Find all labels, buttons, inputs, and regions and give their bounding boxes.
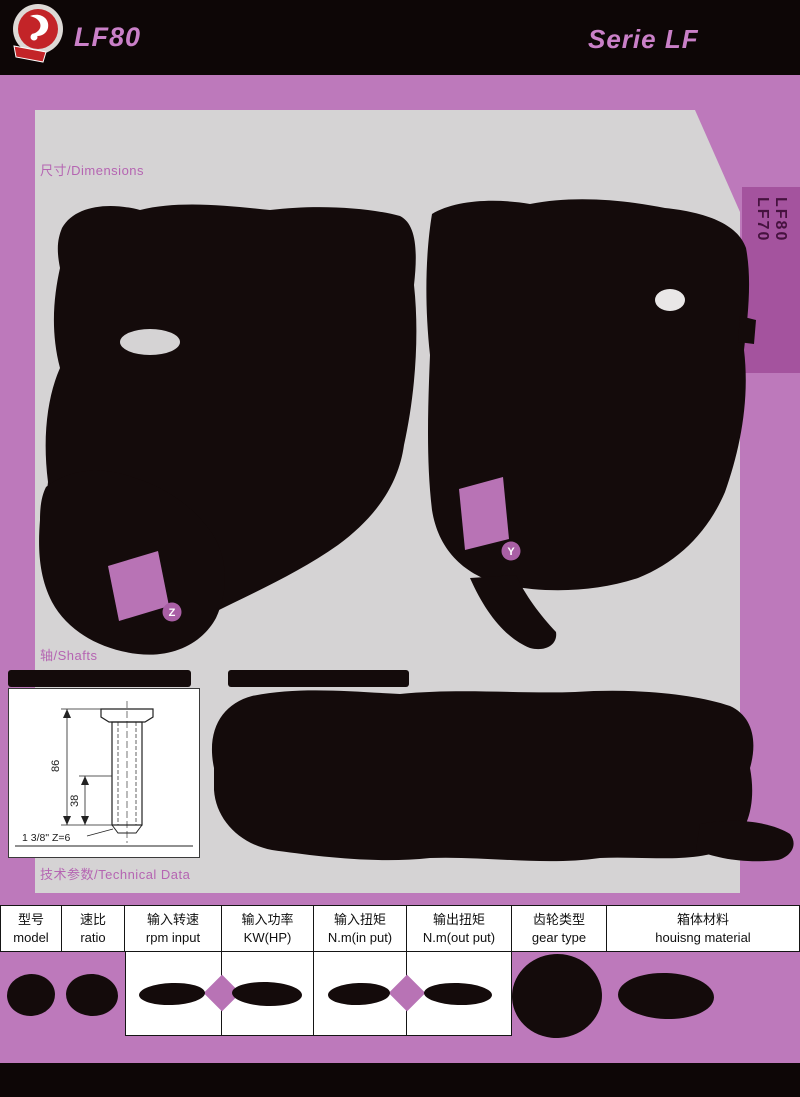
- col-header-torque-in-en: N.m(in put): [327, 929, 393, 945]
- col-header-ratio-en: ratio: [80, 929, 106, 945]
- col-header-torque-out-en: N.m(out put): [422, 929, 496, 945]
- col-header-model-cn: 型号: [17, 911, 44, 927]
- col-header-torque-out-cn: 输出扭矩: [432, 911, 485, 927]
- col-header-power-en: KW(HP): [243, 929, 292, 945]
- col-header-model: 型号 model: [0, 905, 62, 952]
- col-header-model-en: model: [13, 929, 49, 945]
- col-header-rpm-en: rpm input: [145, 929, 201, 945]
- series-side-tab: LF70 LF80: [742, 187, 800, 373]
- col-header-power-cn: 输入功率: [241, 911, 294, 927]
- side-tab-label-lf80: LF80: [772, 197, 789, 243]
- bottom-footer-bar: [0, 1063, 800, 1097]
- dimension-value-86: 86: [50, 760, 62, 772]
- col-header-housing-en: houisng material: [655, 929, 751, 945]
- shaft-detail-drawing: 86 38 1 3/8" Z=6: [8, 688, 200, 858]
- section-label-shafts: 轴/Shafts: [40, 648, 98, 663]
- shaft-body: [111, 721, 143, 826]
- col-header-ratio: 速比 ratio: [62, 905, 125, 952]
- col-header-torque-in: 输入扭矩 N.m(in put): [314, 905, 407, 952]
- page-model-title: LF80: [74, 22, 142, 52]
- col-header-housing: 箱体材料 houisng material: [607, 905, 800, 952]
- series-title: Serie LF: [588, 24, 699, 54]
- col-header-housing-cn: 箱体材料: [676, 911, 729, 927]
- col-header-power: 输入功率 KW(HP): [222, 905, 314, 952]
- section-label-technical: 技术参数/Technical Data: [40, 867, 191, 882]
- top-header-bar: LF80 Serie LF: [0, 0, 800, 75]
- col-header-gear-type: 齿轮类型 gear type: [512, 905, 607, 952]
- col-header-ratio-cn: 速比: [79, 911, 106, 927]
- col-header-rpm-input: 输入转速 rpm input: [125, 905, 222, 952]
- col-header-torque-out: 输出扭矩 N.m(out put): [407, 905, 512, 952]
- brand-logo-icon: [10, 2, 66, 66]
- shaft-flange: [100, 708, 154, 723]
- cell-ratio: [62, 952, 125, 1036]
- cell-gear-type: [512, 952, 607, 1036]
- spline-spec-label: 1 3/8" Z=6: [22, 832, 71, 844]
- col-header-gear-type-en: gear type: [531, 929, 587, 945]
- col-header-torque-in-cn: 输入扭矩: [333, 911, 386, 927]
- technical-data-table-header: 型号 model 速比 ratio 输入转速 rpm input 输入功率 KW…: [0, 905, 800, 952]
- cell-housing: [607, 952, 800, 1036]
- section-label-dimensions: 尺寸/Dimensions: [40, 163, 145, 178]
- col-header-gear-type-cn: 齿轮类型: [532, 911, 585, 927]
- dimension-value-38: 38: [69, 795, 81, 807]
- side-tab-label-lf70: LF70: [754, 197, 771, 243]
- cell-model: [0, 952, 62, 1036]
- col-header-rpm-cn: 输入转速: [146, 911, 199, 927]
